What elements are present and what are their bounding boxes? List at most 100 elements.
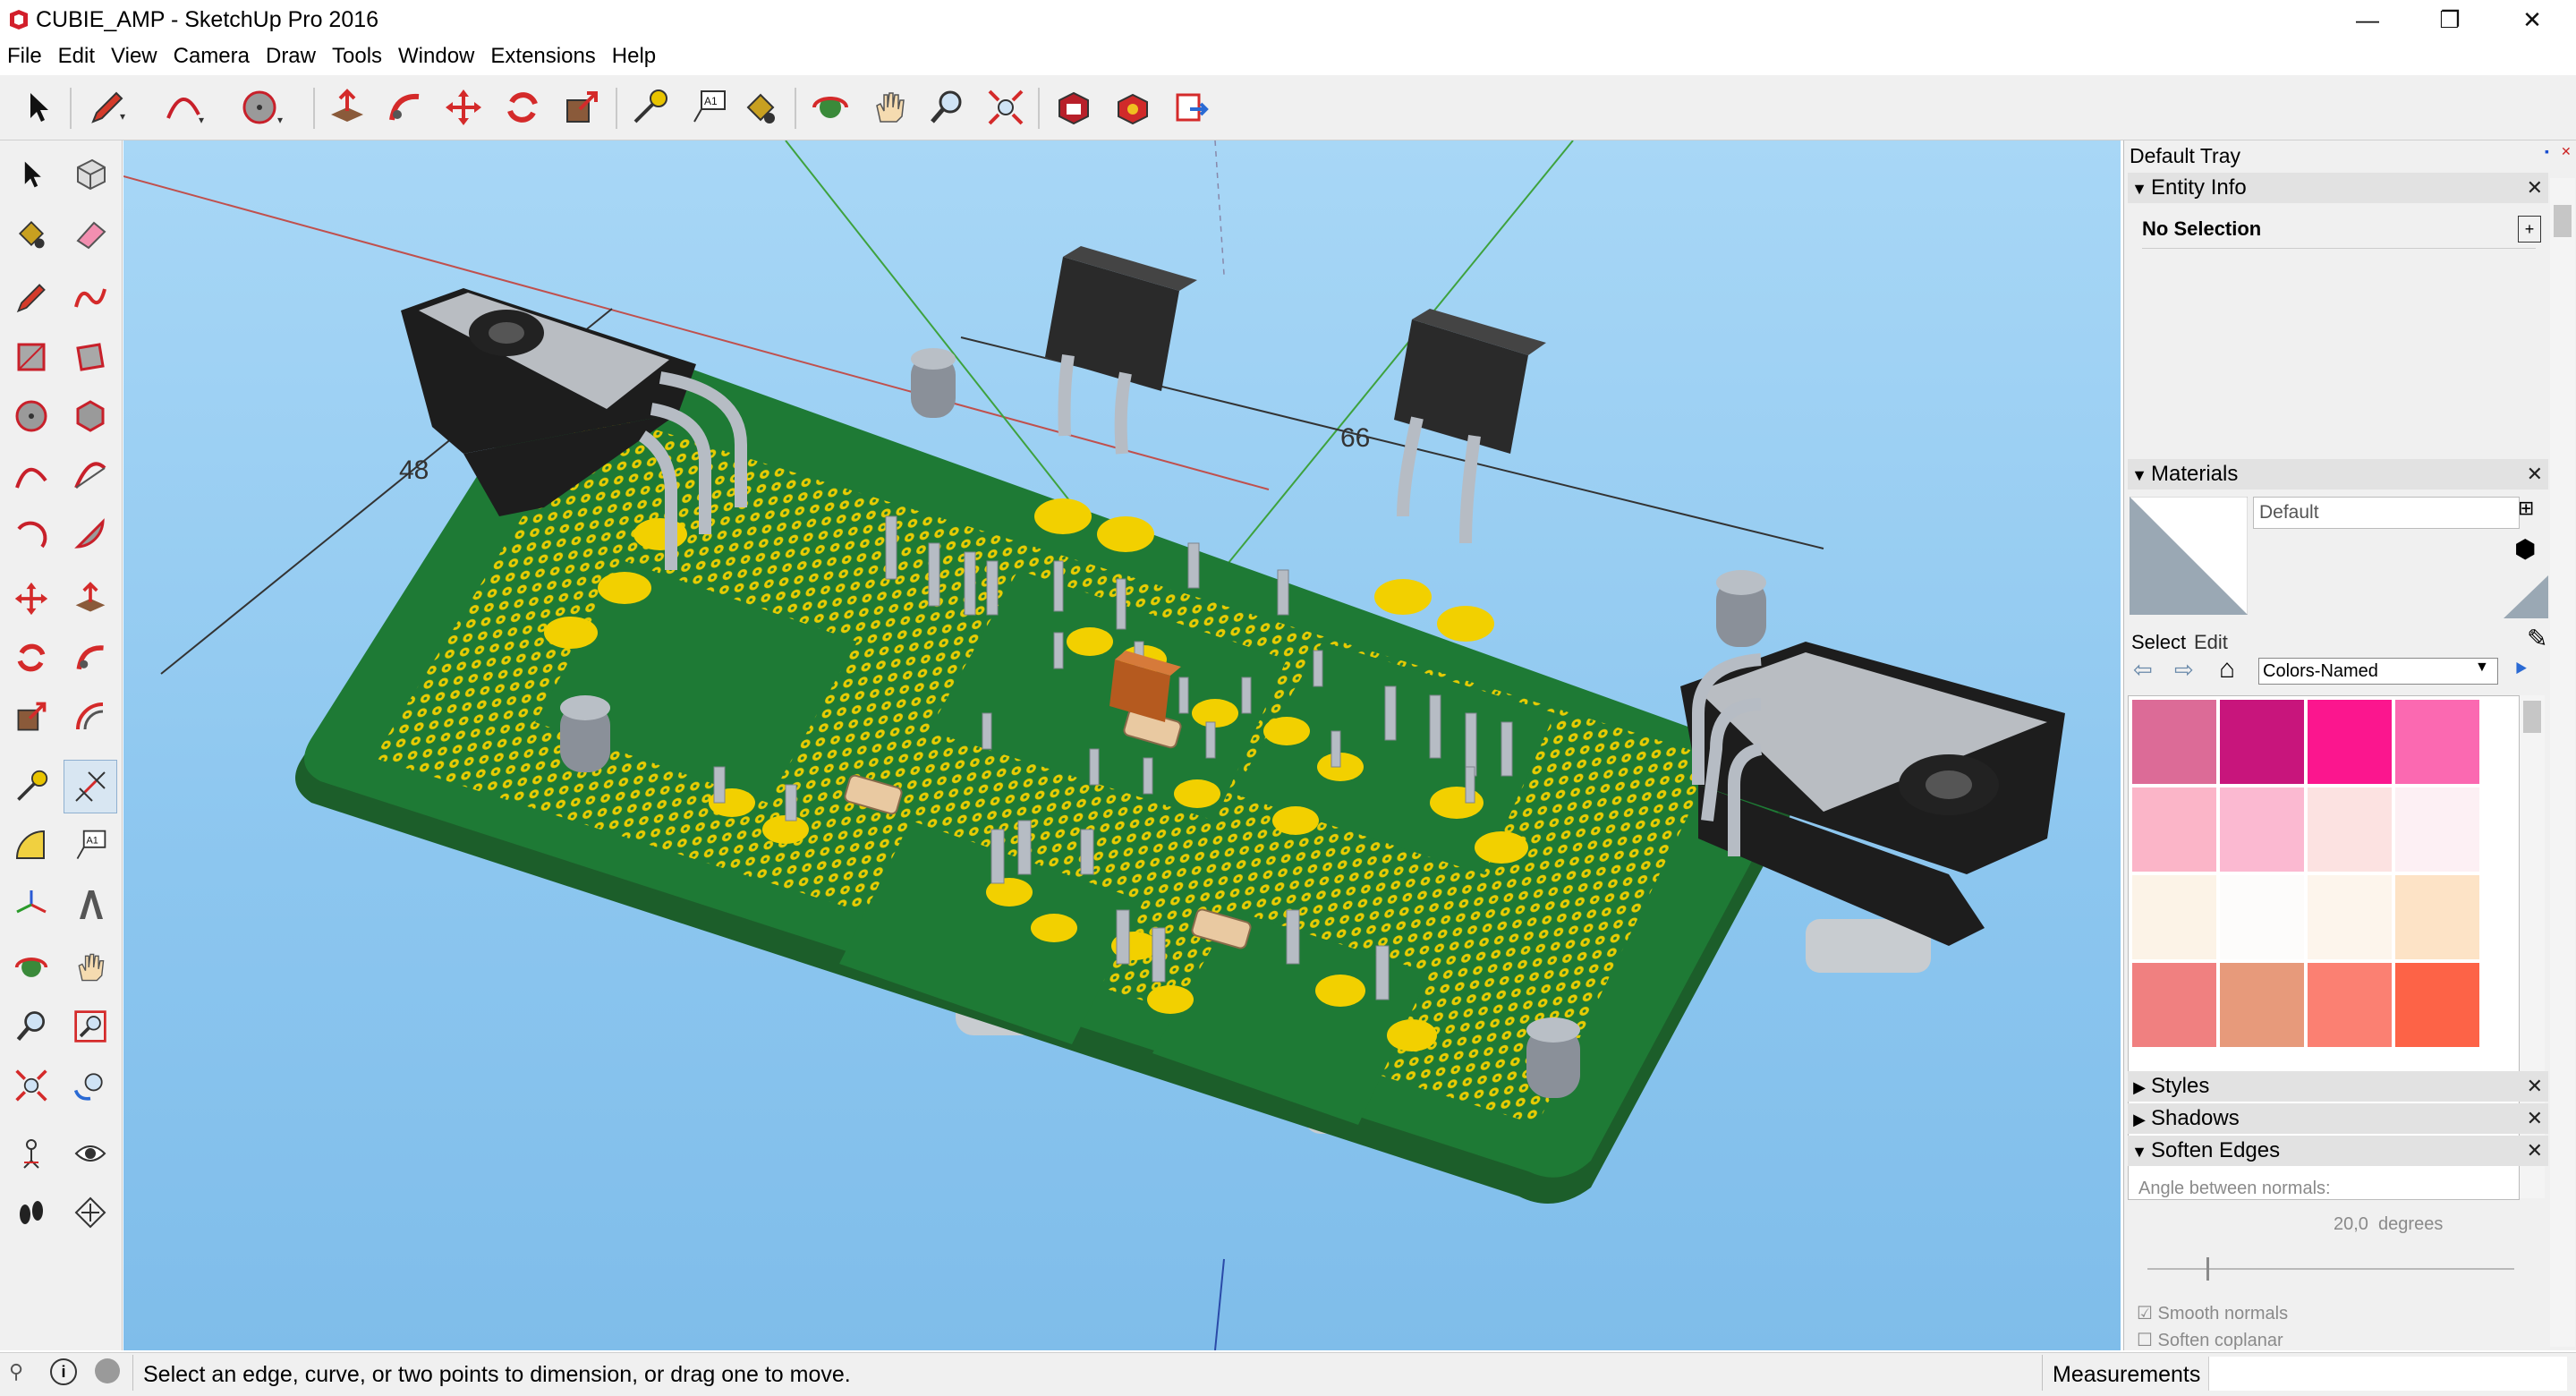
paint-bucket-tool-icon[interactable]	[5, 208, 57, 260]
swatch-8[interactable]	[2132, 875, 2216, 959]
arc-tool-icon[interactable]	[5, 449, 57, 501]
three-point-arc-icon[interactable]	[5, 508, 57, 560]
orbit-icon[interactable]	[805, 82, 855, 132]
angle-slider[interactable]	[2147, 1257, 2514, 1281]
circle-tool-icon[interactable]	[5, 390, 57, 442]
forward-arrow-icon[interactable]: ⇨	[2174, 656, 2194, 683]
tray-scrollbar[interactable]	[2550, 178, 2575, 1347]
zoom-icon[interactable]	[922, 82, 972, 132]
warehouse-icon[interactable]	[1049, 82, 1099, 132]
menu-help[interactable]: Help	[611, 44, 657, 68]
geo-location-icon[interactable]: ⚲	[9, 1360, 24, 1383]
tape-measure-tool-icon[interactable]	[5, 761, 57, 813]
arc-icon[interactable]: ▾	[159, 82, 209, 132]
entity-info-header[interactable]: ▼Entity Info ✕	[2128, 173, 2548, 203]
menu-extensions[interactable]: Extensions	[490, 44, 596, 68]
section-plane-icon[interactable]	[64, 1187, 116, 1239]
swatch-3[interactable]	[2395, 700, 2479, 784]
zoom-extents-icon[interactable]	[981, 82, 1031, 132]
drawing-viewport[interactable]: 48 66	[123, 140, 2121, 1350]
dimension-length-label[interactable]: 66	[1340, 423, 1370, 453]
move-tool-icon[interactable]	[5, 573, 57, 625]
swatch-2[interactable]	[2308, 700, 2392, 784]
eraser-icon[interactable]	[64, 208, 116, 260]
swatch-15[interactable]	[2395, 963, 2479, 1047]
pin-icon[interactable]: ▪	[2545, 144, 2549, 158]
push-pull-tool-icon[interactable]	[64, 573, 116, 625]
close-icon[interactable]: ✕	[2526, 463, 2543, 485]
details-icon[interactable]: +	[2518, 216, 2541, 243]
transistor-to220[interactable]	[1045, 246, 1197, 455]
walk-icon[interactable]	[5, 1187, 57, 1239]
scale-icon[interactable]	[557, 82, 607, 132]
text-icon[interactable]: A1	[684, 82, 734, 132]
dimension-tool-icon[interactable]	[64, 760, 117, 813]
shadows-header[interactable]: ▶Shadows ✕	[2128, 1103, 2548, 1134]
tape-measure-icon[interactable]	[625, 82, 675, 132]
tab-edit[interactable]: Edit	[2194, 631, 2228, 653]
move-icon[interactable]	[438, 82, 489, 132]
power-transistor-left[interactable]	[401, 288, 747, 570]
minimize-button[interactable]: —	[2356, 5, 2379, 33]
polygon-icon[interactable]	[64, 390, 116, 442]
zoom-extents-tool-icon[interactable]	[5, 1060, 57, 1111]
select-icon[interactable]	[13, 82, 63, 132]
measurements-input[interactable]	[2208, 1357, 2567, 1391]
swatch-13[interactable]	[2220, 963, 2304, 1047]
send-to-layout-icon[interactable]	[1167, 82, 1217, 132]
eyedropper-icon[interactable]: ✎	[2527, 625, 2548, 652]
power-transistor-right[interactable]	[1680, 642, 2065, 946]
select-tool-icon[interactable]	[5, 149, 57, 200]
soften-edges-header[interactable]: ▼Soften Edges ✕	[2128, 1136, 2548, 1166]
position-camera-icon[interactable]	[5, 1128, 57, 1179]
close-icon[interactable]: ✕	[2526, 1139, 2543, 1162]
swatch-5[interactable]	[2220, 787, 2304, 872]
pencil-line-icon[interactable]: ▾	[82, 82, 132, 132]
make-component-icon[interactable]	[64, 149, 116, 200]
scale-tool-icon[interactable]	[5, 691, 57, 743]
tab-select[interactable]: Select	[2131, 631, 2187, 653]
swatch-0[interactable]	[2132, 700, 2216, 784]
pcb-3d-model[interactable]: 48 66	[123, 140, 2121, 1350]
swatch-9[interactable]	[2220, 875, 2304, 959]
freehand-icon[interactable]	[64, 272, 116, 324]
soften-coplanar-checkbox[interactable]: ☐ Soften coplanar	[2137, 1331, 2283, 1350]
close-button[interactable]: ✕	[2522, 5, 2542, 33]
circle-icon[interactable]: ▾	[238, 82, 288, 132]
slider-thumb[interactable]	[2206, 1257, 2209, 1281]
user-icon[interactable]	[95, 1358, 120, 1383]
dimension-width-label[interactable]: 48	[399, 455, 429, 485]
line-tool-icon[interactable]	[5, 272, 57, 324]
swatch-11[interactable]	[2395, 875, 2479, 959]
swatch-12[interactable]	[2132, 963, 2216, 1047]
pie-icon[interactable]	[64, 508, 116, 560]
orbit-tool-icon[interactable]	[5, 941, 57, 993]
default-material-icon[interactable]	[2504, 575, 2548, 618]
rectangle-icon[interactable]	[5, 331, 57, 383]
details-arrow-icon[interactable]: ⯈	[2512, 658, 2530, 682]
close-icon[interactable]: ✕	[2526, 176, 2543, 199]
previous-view-icon[interactable]	[64, 1060, 116, 1111]
offset-icon[interactable]	[64, 691, 116, 743]
menu-edit[interactable]: Edit	[57, 44, 96, 68]
maximize-button[interactable]: ❐	[2439, 5, 2461, 33]
push-pull-icon[interactable]	[322, 82, 372, 132]
swatch-1[interactable]	[2220, 700, 2304, 784]
material-name-field[interactable]: Default	[2253, 497, 2520, 529]
swatch-10[interactable]	[2308, 875, 2392, 959]
rotate-icon[interactable]	[497, 82, 548, 132]
3d-text-icon[interactable]	[64, 879, 116, 931]
transistor-to220[interactable]	[1394, 309, 1546, 544]
home-icon[interactable]: ⌂	[2219, 654, 2236, 684]
protractor-icon[interactable]	[5, 820, 57, 872]
menu-file[interactable]: File	[7, 44, 42, 68]
menu-draw[interactable]: Draw	[265, 44, 316, 68]
materials-header[interactable]: ▼Materials ✕	[2128, 459, 2548, 489]
paint-bucket-icon[interactable]	[735, 82, 786, 132]
axes-icon[interactable]	[5, 879, 57, 931]
menu-view[interactable]: View	[111, 44, 157, 68]
menu-window[interactable]: Window	[398, 44, 475, 68]
two-point-arc-icon[interactable]	[64, 449, 116, 501]
info-icon[interactable]: i	[50, 1358, 77, 1385]
swatch-6[interactable]	[2308, 787, 2392, 872]
